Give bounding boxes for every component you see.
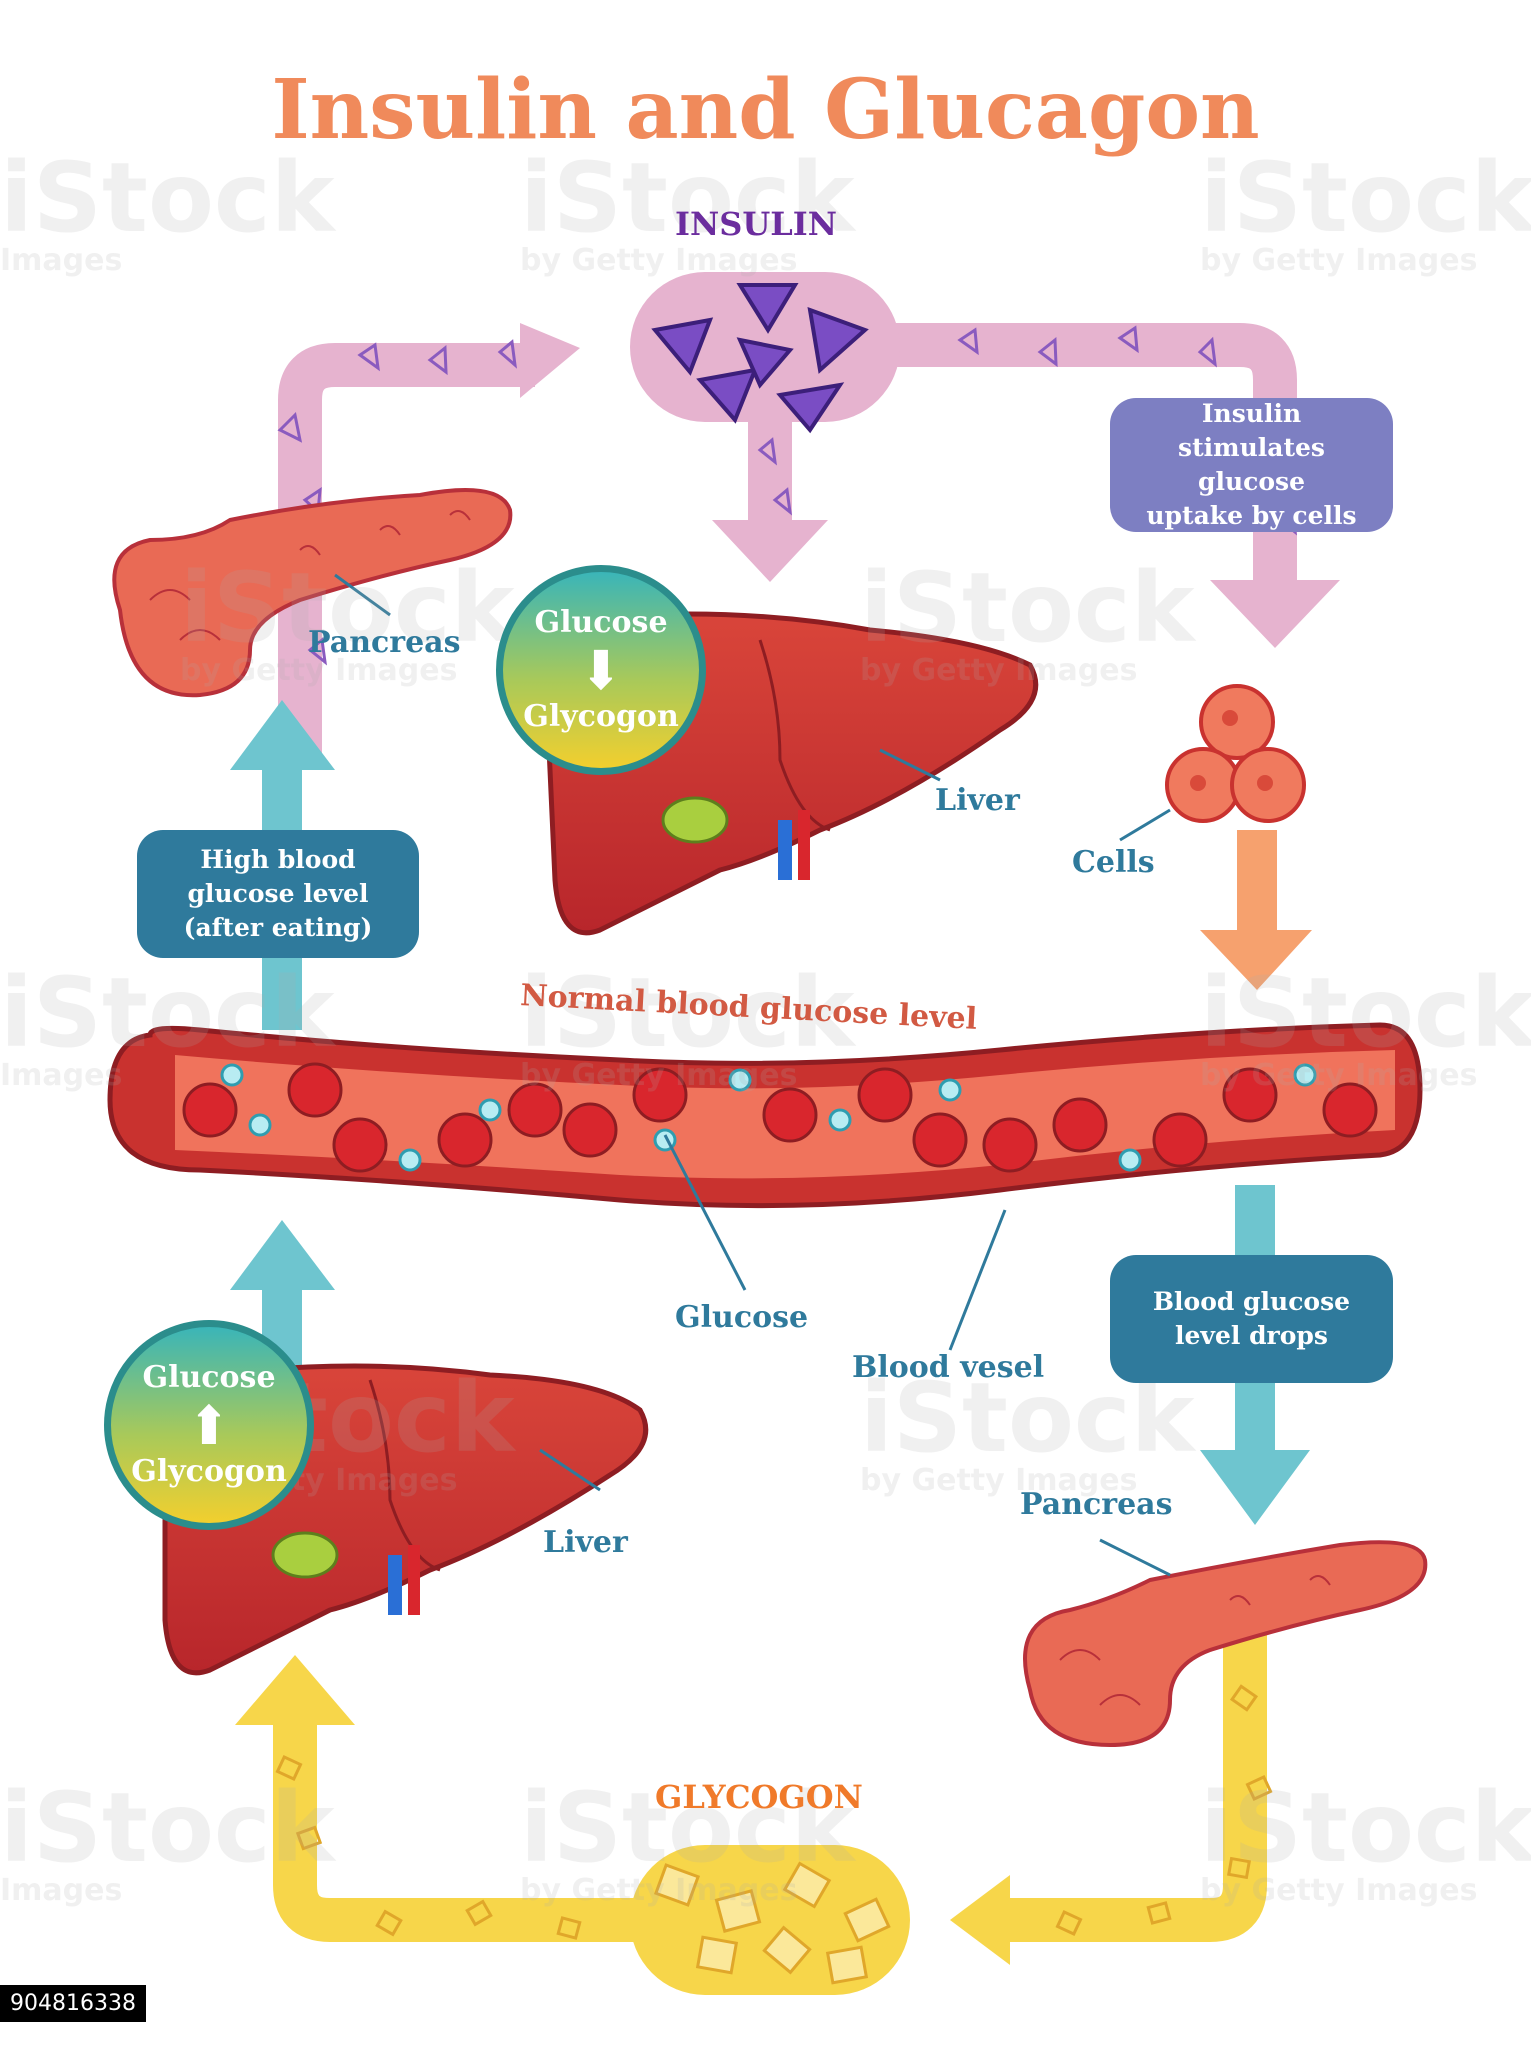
liver-bottom-label: Liver <box>543 1525 628 1560</box>
stock-id: 904816338 <box>0 1985 146 2022</box>
insulin-path <box>277 272 1340 770</box>
page-title: Insulin and Glucagon <box>271 62 1260 158</box>
glucose-dots <box>220 1063 1317 1172</box>
insulin-label: INSULIN <box>675 205 837 243</box>
arrow-down-icon: ⬇ <box>578 638 624 702</box>
circle-upper-text: Glucose <box>142 1360 276 1395</box>
box-line: (after eating) <box>183 913 373 942</box>
arrow-up-icon: ⬆ <box>186 1393 232 1457</box>
high-glucose-box: High blood glucose level (after eating) <box>137 830 419 958</box>
box-line: glucose level <box>187 879 369 908</box>
circle-lower-text: Glycogon <box>131 1454 287 1489</box>
box-line: level drops <box>1175 1321 1328 1350</box>
glucose-drops-box: Blood glucose level drops <box>1110 1255 1393 1383</box>
cells-cluster <box>1165 684 1306 823</box>
box-line: stimulates glucose <box>1178 433 1325 496</box>
pancreas-top-shape <box>112 488 513 698</box>
circle-upper-text: Glucose <box>534 605 668 640</box>
box-line: Blood glucose <box>1152 1287 1351 1316</box>
glycogon-to-glucose-circle: Glucose ⬆ Glycogon <box>104 1320 314 1530</box>
blood-vessel-label: Blood vesel <box>852 1350 1045 1385</box>
pancreas-bottom-label: Pancreas <box>1020 1487 1173 1522</box>
leader-lines <box>334 573 1171 1577</box>
liver-top-label: Liver <box>935 783 1020 818</box>
glycogon-path <box>235 1610 1273 1995</box>
box-line: High blood <box>200 845 356 874</box>
cells-label: Cells <box>1072 845 1155 880</box>
glycogon-label: GLYCOGON <box>655 1778 863 1816</box>
glucose-to-glycogon-circle: Glucose ⬇ Glycogon <box>496 565 706 775</box>
pancreas-bottom-shape <box>1023 1540 1428 1748</box>
circle-lower-text: Glycogon <box>523 699 679 734</box>
glucose-label: Glucose <box>675 1300 809 1335</box>
box-line: Insulin <box>1201 399 1302 428</box>
pancreas-top-label: Pancreas <box>308 625 461 660</box>
insulin-stimulates-box: Insulin stimulates glucose uptake by cells <box>1110 398 1393 532</box>
red-blood-cells <box>182 1062 1378 1173</box>
orange-arrow <box>1200 830 1312 990</box>
box-line: uptake by cells <box>1146 501 1357 530</box>
